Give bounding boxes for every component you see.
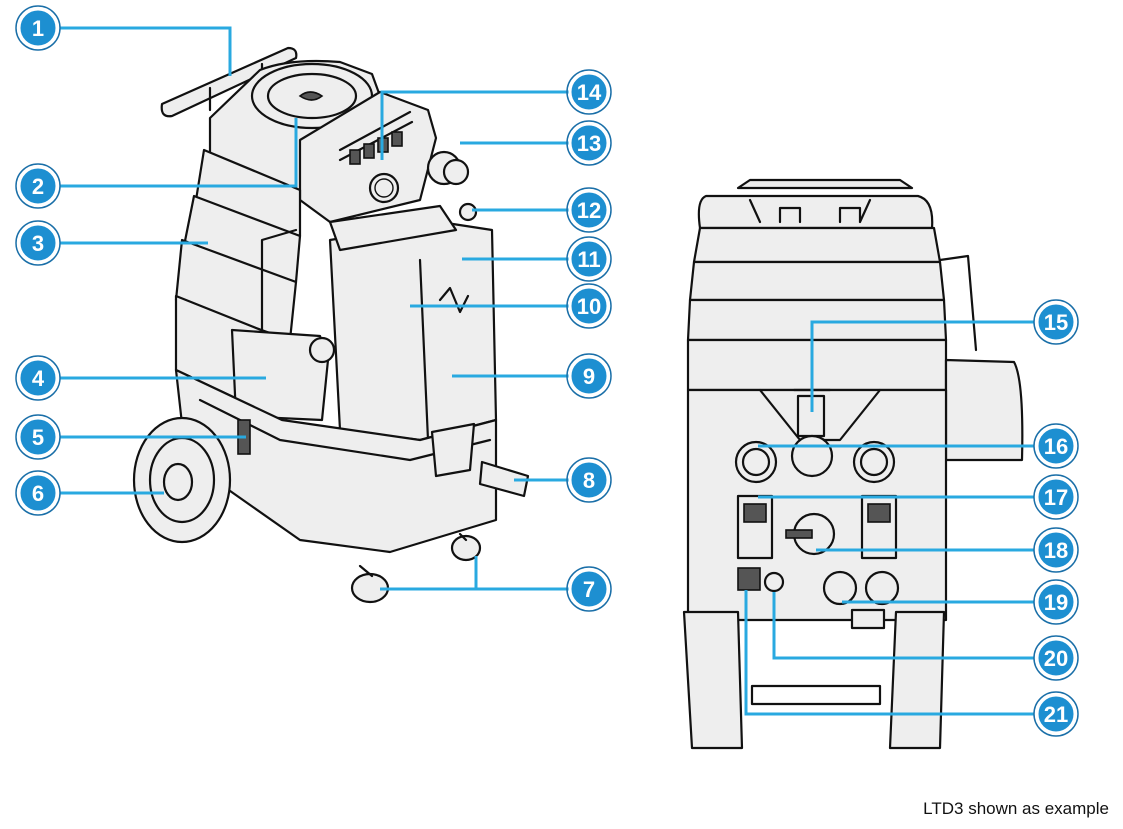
callout-3-label: 3 [32,231,44,256]
callout-15-label: 15 [1044,310,1068,335]
handle [160,46,298,118]
callout-15: 15 [1033,299,1079,345]
callout-19: 19 [1033,579,1079,625]
casters [350,532,482,604]
callout-16-label: 16 [1044,434,1068,459]
callout-2: 2 [15,163,61,209]
callout-4-label: 4 [32,366,45,391]
callout-7: 7 [566,566,612,612]
rear-wheels [682,610,946,750]
callout-18-label: 18 [1044,538,1068,563]
callout-12: 12 [566,187,612,233]
callouts: 1 2 3 4 5 6 7 8 9 10 11 12 13 14 15 16 1… [15,5,1079,737]
callout-8: 8 [566,457,612,503]
callout-19-label: 19 [1044,590,1068,615]
callout-20: 20 [1033,635,1079,681]
callout-12-label: 12 [577,198,601,223]
machine-front-left-view [132,46,530,604]
callout-10-label: 10 [577,294,601,319]
front-body [328,204,498,442]
callout-21-label: 21 [1044,702,1068,727]
callout-20-label: 20 [1044,646,1068,671]
callout-7-label: 7 [583,577,595,602]
callout-13-label: 13 [577,131,601,156]
rear-chemical-jug [938,254,1024,462]
callout-18: 18 [1033,527,1079,573]
callout-1-label: 1 [32,16,44,41]
callout-5-label: 5 [32,425,44,450]
callout-13: 13 [566,120,612,166]
wheel [132,416,232,544]
callout-17: 17 [1033,474,1079,520]
callout-14-label: 14 [577,80,602,105]
callout-3: 3 [15,220,61,266]
callout-17-label: 17 [1044,485,1068,510]
callout-6-label: 6 [32,481,44,506]
callout-1: 1 [15,5,61,51]
callout-2-label: 2 [32,174,44,199]
callout-9: 9 [566,353,612,399]
machine-rear-view [682,178,1024,750]
callout-11: 11 [566,236,612,282]
rear-lower-body [686,388,948,630]
callout-5: 5 [15,414,61,460]
callout-6: 6 [15,470,61,516]
callout-4: 4 [15,355,61,401]
callout-10: 10 [566,283,612,329]
rear-top-cap [736,178,914,190]
callout-14: 14 [566,69,612,115]
leader-lines [60,26,1034,716]
callout-11-label: 11 [577,247,600,272]
chemical-jug [230,228,336,422]
chassis [174,368,530,554]
callout-9-label: 9 [583,364,595,389]
caption: LTD3 shown as example [923,799,1109,818]
callout-16: 16 [1033,423,1079,469]
rear-upper-housing [686,194,948,392]
callout-21: 21 [1033,691,1079,737]
callout-8-label: 8 [583,468,595,493]
